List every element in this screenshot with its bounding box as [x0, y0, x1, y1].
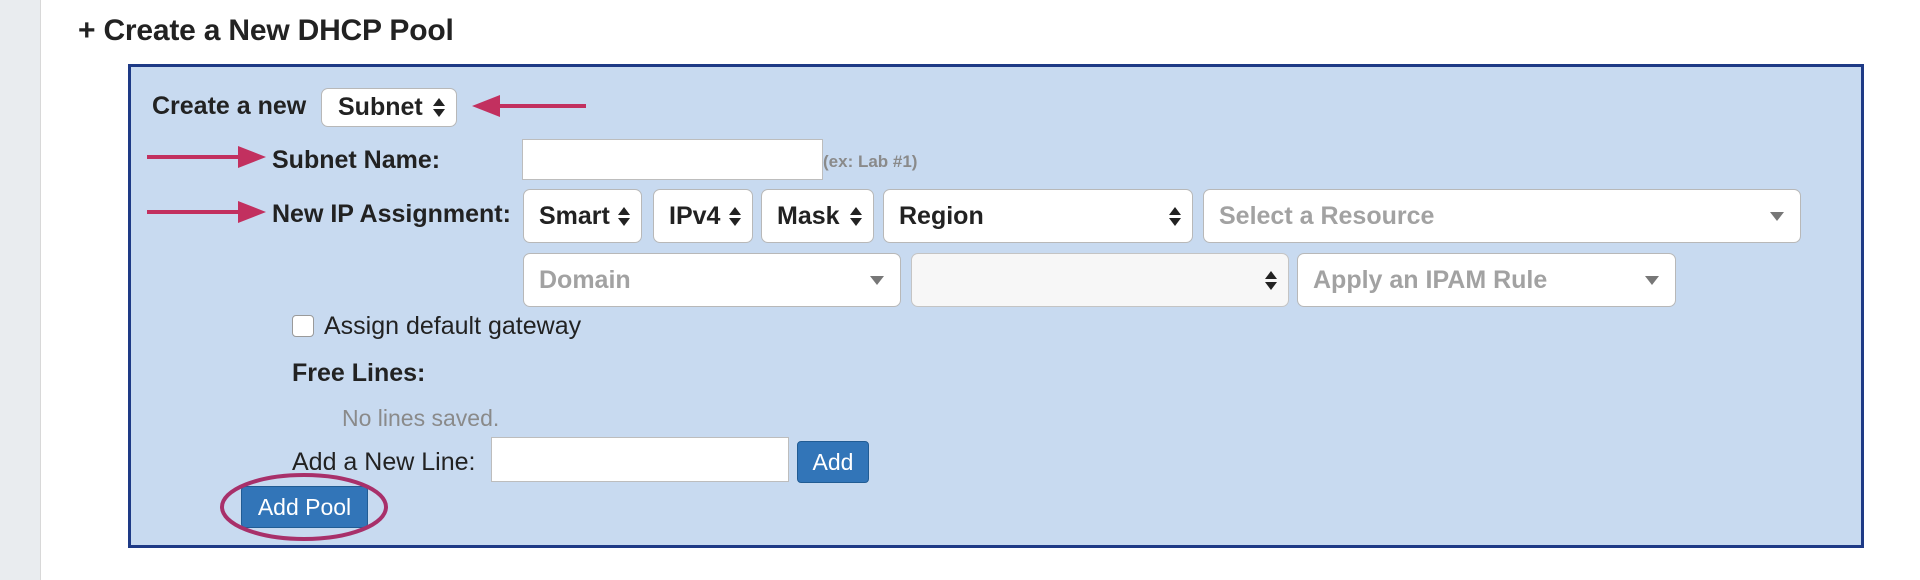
section-title[interactable]: + Create a New DHCP Pool	[78, 14, 454, 47]
ip-version-select[interactable]: IPv4	[653, 189, 753, 243]
resource-select[interactable]: Select a Resource	[1203, 189, 1801, 243]
domain-placeholder: Domain	[539, 265, 631, 294]
subnet-name-hint: (ex: Lab #1)	[823, 152, 918, 171]
ip-assignment-label: New IP Assignment:	[272, 200, 511, 228]
create-new-label: Create a new	[152, 92, 307, 120]
region-select[interactable]: Region	[883, 189, 1193, 243]
updown-arrows-icon	[1168, 206, 1182, 226]
create-type-value: Subnet	[338, 93, 423, 121]
free-lines-label: Free Lines:	[292, 359, 426, 387]
add-line-input[interactable]	[491, 437, 789, 482]
caret-down-icon	[1645, 275, 1659, 285]
add-line-label: Add a New Line:	[292, 448, 476, 476]
updown-arrows-icon	[432, 98, 446, 117]
updown-arrows-icon	[617, 206, 631, 226]
create-type-select[interactable]: Subnet	[321, 88, 457, 127]
ip-mask-select[interactable]: Mask	[761, 189, 874, 243]
caret-down-icon	[1770, 211, 1784, 221]
subnet-name-label: Subnet Name:	[272, 146, 441, 174]
blank-select[interactable]	[911, 253, 1289, 307]
updown-arrows-icon	[728, 206, 742, 226]
subnet-name-input[interactable]	[522, 139, 823, 180]
ip-method-select[interactable]: Smart	[523, 189, 642, 243]
caret-down-icon	[870, 275, 884, 285]
updown-arrows-icon	[1264, 270, 1278, 290]
ipam-rule-placeholder: Apply an IPAM Rule	[1313, 265, 1548, 294]
ip-mask-value: Mask	[777, 201, 840, 230]
ipam-rule-select[interactable]: Apply an IPAM Rule	[1297, 253, 1676, 307]
add-line-button[interactable]: Add	[797, 441, 869, 483]
no-lines-text: No lines saved.	[342, 405, 500, 431]
ip-method-value: Smart	[539, 201, 610, 230]
ip-version-value: IPv4	[669, 201, 721, 230]
region-value: Region	[899, 201, 984, 230]
default-gateway-checkbox[interactable]	[292, 315, 314, 337]
updown-arrows-icon	[849, 206, 863, 226]
domain-select[interactable]: Domain	[523, 253, 901, 307]
add-pool-button[interactable]: Add Pool	[241, 486, 368, 528]
default-gateway-label: Assign default gateway	[324, 312, 582, 340]
resource-placeholder: Select a Resource	[1219, 201, 1435, 230]
